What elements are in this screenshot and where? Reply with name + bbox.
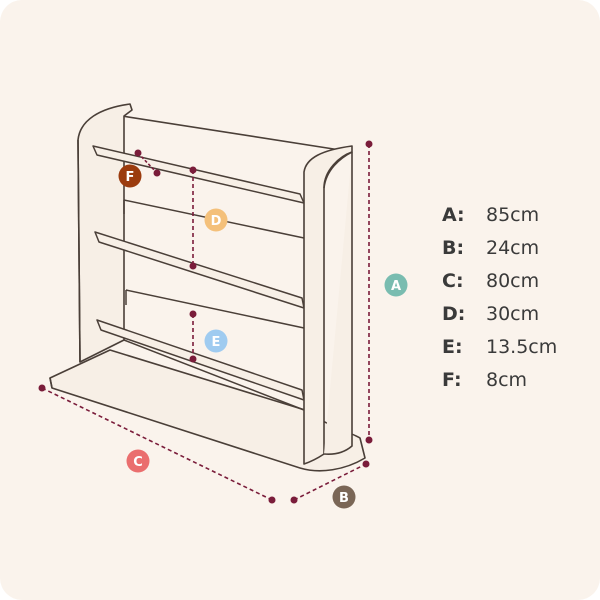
legend-value: 24cm (486, 236, 540, 259)
legend-row-e: E: 13.5cm (442, 330, 592, 363)
legend-value: 80cm (486, 269, 540, 292)
badge-a: A (384, 273, 408, 297)
dimension-b-line (290, 460, 370, 504)
badge-d: D (204, 208, 228, 232)
legend-row-b: B: 24cm (442, 231, 592, 264)
svg-text:B: B (339, 491, 349, 506)
dimension-a-line (365, 140, 373, 444)
left-side-panel (77, 103, 133, 363)
legend-value: 85cm (486, 203, 540, 226)
svg-text:C: C (133, 455, 143, 470)
svg-text:F: F (126, 170, 135, 185)
legend-letter: C: (442, 269, 464, 292)
dimension-c-line (38, 384, 276, 504)
legend-letter: D: (442, 302, 466, 325)
legend-value: 8cm (486, 368, 528, 391)
legend-letter: E: (442, 335, 463, 358)
dimension-e-line (189, 310, 197, 363)
dimension-legend: A: 85cm B: 24cm C: 80cm D: 30cm E: 13.5c… (442, 198, 592, 396)
legend-letter: F: (442, 368, 462, 391)
legend-value: 13.5cm (486, 335, 558, 358)
badge-e: E (204, 329, 228, 353)
dimension-d-line (189, 166, 197, 270)
legend-value: 30cm (486, 302, 540, 325)
legend-letter: A: (442, 203, 465, 226)
back-panel-top (121, 115, 341, 151)
svg-text:E: E (212, 335, 221, 350)
badge-f: F (118, 164, 142, 188)
legend-row-d: D: 30cm (442, 297, 592, 330)
legend-row-c: C: 80cm (442, 264, 592, 297)
dimension-f-line (134, 149, 161, 177)
right-side-panel (303, 145, 353, 465)
legend-row-f: F: 8cm (442, 363, 592, 396)
badge-c: C (126, 449, 150, 473)
legend-letter: B: (442, 236, 465, 259)
svg-text:D: D (211, 214, 222, 229)
shelf-back-lower (125, 289, 305, 329)
svg-text:A: A (391, 279, 401, 294)
badge-b: B (332, 485, 356, 509)
legend-row-a: A: 85cm (442, 198, 592, 231)
shelf-back-bottom (123, 339, 305, 411)
